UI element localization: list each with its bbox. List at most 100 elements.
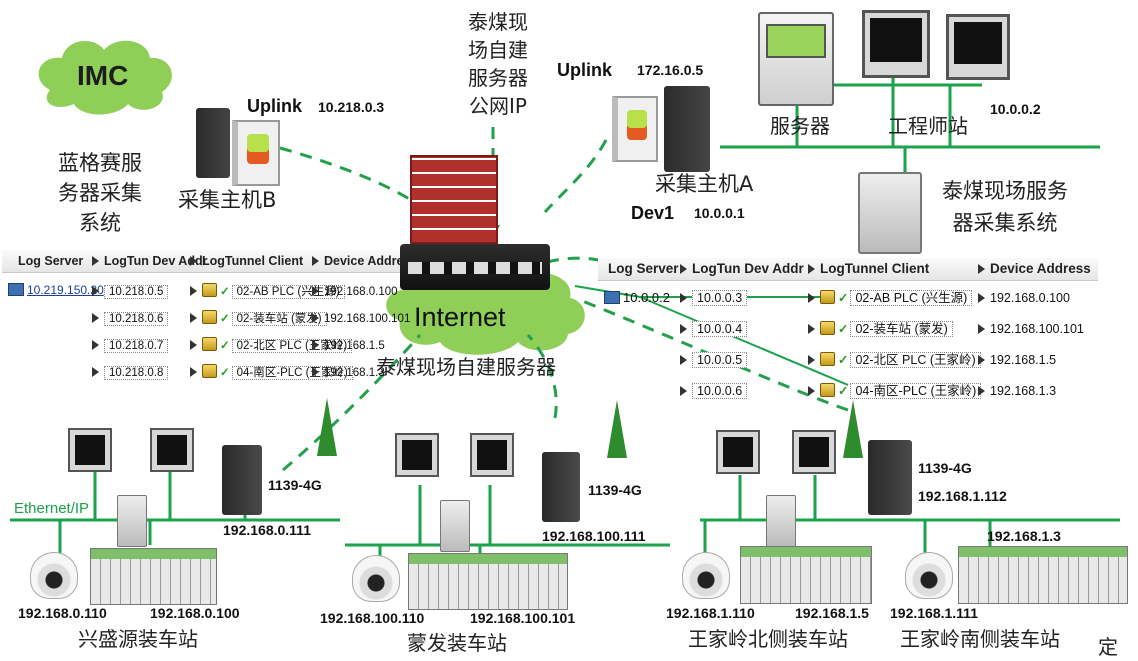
pc-icon (862, 10, 930, 78)
pc-icon (792, 430, 836, 474)
switch-icon (766, 495, 796, 547)
pc-icon (946, 14, 1010, 80)
plc-client-icon (820, 290, 835, 304)
imc-cloud (38, 40, 172, 115)
client-cell[interactable]: ✓02-装车站 (蒙发) (808, 319, 953, 339)
internet-label: Internet (414, 302, 506, 332)
imc-label: IMC (77, 60, 129, 91)
device-addr-cell[interactable]: 192.168.0.100 (312, 282, 398, 302)
tunnel-collector-b (279, 146, 423, 209)
camera-icon (682, 552, 730, 599)
site2-gateway-ip: 192.168.100.111 (542, 528, 646, 544)
taimei-server-label: 泰煤现场自建服务器 (376, 355, 556, 379)
pc-icon (395, 433, 439, 477)
dev-addr-cell[interactable]: 10.0.0.5 (680, 350, 748, 370)
site2-gateway: 1139-4G (588, 482, 642, 498)
plc-rack-icon (408, 553, 568, 610)
dev-addr-cell[interactable]: 10.0.0.3 (680, 288, 748, 308)
public-ip-label: 泰煤现 场自建 服务器 公网IP (468, 10, 528, 118)
client-cell[interactable]: ✓02-装车站 (蒙发) (190, 309, 327, 329)
device-addr-cell[interactable]: 192.168.1.5 (312, 336, 385, 356)
switch-icon (117, 495, 147, 547)
left-log-server[interactable]: 10.219.150.20 (8, 280, 104, 300)
site1-gateway-ip: 192.168.0.111 (223, 522, 311, 538)
switch-icon (440, 500, 470, 552)
camera-icon (905, 552, 953, 599)
gateway-icon (542, 452, 580, 522)
dev1-label: Dev1 (631, 203, 675, 223)
tunnel-site2 (526, 334, 558, 419)
uplink-b-label: Uplink (247, 96, 303, 116)
site3-gateway: 1139-4G (918, 460, 972, 476)
left-table-header: Log Server LogTun Dev Addr LogTunnel Cli… (2, 250, 417, 273)
plc-client-icon (202, 310, 217, 324)
pc-icon (150, 428, 194, 472)
dev-addr-cell[interactable]: 10.218.0.7 (92, 336, 169, 356)
plc-client-icon (202, 364, 217, 378)
right-tunnel-table: Log Server LogTun Dev Addr LogTunnel Cli… (598, 258, 1098, 406)
uplink-b-ip: 10.218.0.3 (318, 99, 385, 115)
plc-rack-icon (740, 546, 872, 604)
firewall-a-icon (612, 96, 658, 162)
site1-camera-ip: 192.168.0.110 (18, 605, 107, 621)
gateway-b-icon (196, 108, 230, 178)
uplink-a-label: Uplink (557, 60, 613, 80)
site3-gateway-ip: 192.168.1.112 (918, 488, 1007, 504)
uplink-a-ip: 172.16.0.5 (637, 62, 704, 78)
site1-plc-ip: 192.168.0.100 (150, 605, 240, 621)
engineer-ip: 10.0.0.2 (990, 101, 1041, 117)
plc-client-icon (820, 352, 835, 366)
dev1-ip: 10.0.0.1 (694, 205, 745, 221)
right-header-device-addr: Device Address (978, 258, 1091, 280)
client-cell[interactable]: ✓02-北区 PLC (王家岭) (808, 350, 981, 370)
right-log-server[interactable]: 10.0.0.2 (604, 288, 670, 308)
collector-b-label: 采集主机B (178, 188, 277, 212)
client-cell[interactable]: ✓02-AB PLC (兴生源) (808, 288, 973, 308)
right-header-client: LogTunnel Client (808, 258, 929, 280)
camera-icon (352, 555, 400, 602)
plc-client-icon (820, 321, 835, 335)
right-table-header: Log Server LogTun Dev Addr LogTunnel Cli… (598, 258, 1098, 281)
client-cell[interactable]: ✓04-南区-PLC (王家岭) (808, 381, 982, 401)
right-header-dev-addr: LogTun Dev Addr (680, 258, 804, 280)
device-addr-cell[interactable]: 192.168.100.101 (978, 319, 1084, 339)
left-tunnel-table: Log Server LogTun Dev Addr LogTunnel Cli… (2, 250, 417, 400)
gateway-icon (868, 440, 912, 515)
dev-addr-cell[interactable]: 10.218.0.5 (92, 282, 169, 302)
ethernet-ip-label: Ethernet/IP (14, 500, 90, 517)
lange-system-label: 蓝格赛服 务器采集 系统 (58, 151, 142, 235)
gateway-a-icon (664, 86, 710, 172)
site4-plc-ip: 192.168.1.3 (987, 528, 1061, 544)
dev-addr-cell[interactable]: 10.218.0.8 (92, 363, 169, 383)
cell-tower-icon (607, 400, 627, 458)
device-addr-cell[interactable]: 192.168.1.3 (978, 381, 1056, 401)
monitor-icon (604, 291, 620, 304)
site2-name: 蒙发装车站 (407, 631, 507, 655)
dev-addr-cell[interactable]: 10.0.0.6 (680, 381, 748, 401)
site2-plc-ip: 192.168.100.101 (470, 610, 576, 626)
tunnel-site1 (282, 334, 422, 472)
site1-gateway: 1139-4G (268, 477, 322, 493)
device-addr-cell[interactable]: 192.168.0.100 (978, 288, 1070, 308)
dev-addr-cell[interactable]: 10.0.0.4 (680, 319, 748, 339)
camera-icon (30, 552, 78, 599)
firewall-b-icon (232, 120, 280, 186)
client-cell[interactable]: ✓04-南区-PLC (王家岭) (190, 363, 353, 383)
server-label: 服务器 (770, 114, 830, 138)
device-addr-cell[interactable]: 192.168.100.101 (312, 309, 410, 329)
dev-addr-cell[interactable]: 10.218.0.6 (92, 309, 169, 329)
device-addr-cell[interactable]: 192.168.1.3 (312, 363, 385, 383)
gateway-icon (222, 445, 262, 515)
engineer-station-label: 工程师站 (888, 114, 968, 138)
brick-firewall-icon (410, 155, 498, 244)
cell-tower-icon (317, 398, 337, 456)
client-cell[interactable]: ✓02-北区 PLC (王家岭) (190, 336, 353, 356)
site2-camera-ip: 192.168.100.110 (320, 610, 425, 626)
device-addr-cell[interactable]: 192.168.1.5 (978, 350, 1056, 370)
pc-icon (470, 433, 514, 477)
left-header-dev-addr: LogTun Dev Addr (92, 250, 207, 272)
left-header-log-server: Log Server (18, 254, 84, 268)
site4-camera-ip: 192.168.1.111 (890, 605, 978, 621)
left-header-client: LogTunnel Client (190, 250, 303, 272)
